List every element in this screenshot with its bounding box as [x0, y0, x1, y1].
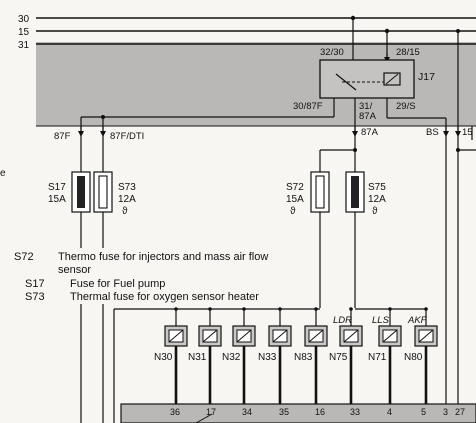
legend-text-s72: Thermo fuse for injectors and mass air f… — [58, 251, 268, 263]
wire-87f-label: 87F — [54, 131, 71, 142]
legend-code-s73: S73 — [25, 291, 45, 303]
relay-name: J17 — [418, 71, 435, 83]
cut-off-text: e — [0, 168, 6, 179]
component-name: N32 — [222, 352, 241, 363]
bus-15-label: 15 — [18, 27, 30, 38]
terminal-pin: 34 — [242, 407, 252, 417]
legend-text-s73: Thermal fuse for oxygen sensor heater — [70, 291, 259, 303]
fuse-s75-thermo-icon: ϑ — [372, 206, 378, 217]
relay-pin-31: 31/ — [359, 101, 373, 112]
component-name: N30 — [154, 352, 173, 363]
injector-row: N30 N31 N32 N33 N83 N75 LDR N71 LLS N80 AKF — [154, 307, 438, 404]
component-n31: N31 — [188, 307, 222, 404]
bus-31-label: 31 — [18, 40, 30, 51]
component-name: N80 — [404, 352, 423, 363]
fuse-s17: S17 15A — [48, 140, 91, 423]
terminal-pin: 5 — [421, 407, 426, 417]
legend-text-s72-cont: sensor — [58, 264, 91, 276]
relay-pin-29-s: 29/S — [396, 101, 416, 112]
legend: S72 Thermo fuse for injectors and mass a… — [8, 248, 310, 304]
wire-bs-label: BS — [426, 127, 439, 138]
relay-pin-32-30: 32/30 — [320, 47, 344, 58]
terminal-pin: 36 — [170, 407, 180, 417]
relay-pin-28-15: 28/15 — [396, 47, 420, 58]
terminal-pin: 3 — [443, 407, 448, 417]
component-name: N31 — [188, 352, 207, 363]
fuse-s75-name: S75 — [368, 182, 386, 193]
relay-pin-30-87f: 30/87F — [293, 101, 323, 112]
terminal-pin: 33 — [350, 407, 360, 417]
fuse-s73-thermo-icon: ϑ — [122, 206, 128, 217]
component-name: N83 — [294, 352, 313, 363]
relay-pin-87a: 87A — [359, 111, 377, 122]
component-name: N33 — [258, 352, 277, 363]
component-n83: N83 — [294, 307, 328, 404]
wire-87f-dti-label: 87F/DTI — [110, 131, 144, 142]
component-tag: LLS — [372, 315, 390, 326]
fuse-s72-thermo-icon: ϑ — [290, 206, 296, 217]
ecu-connector-block — [120, 403, 476, 423]
fuse-s73: S73 12A ϑ — [93, 140, 136, 423]
relay-j17: 32/30 28/15 J17 30/87F 31/ 87A 29/S — [293, 15, 435, 122]
terminal-pin: 27 — [455, 407, 465, 417]
component-n30: N30 — [154, 307, 188, 404]
terminal-row: 36 17 34 35 16 33 4 5 3 27 — [170, 407, 465, 417]
component-n75: N75 LDR — [329, 307, 363, 404]
fuse-s72-rating: 15A — [286, 194, 304, 205]
fuse-s72: S72 15A ϑ — [286, 171, 330, 308]
terminal-pin: 17 — [206, 407, 216, 417]
component-n33: N33 — [258, 307, 292, 404]
component-name: N75 — [329, 352, 348, 363]
fuse-s17-name: S17 — [48, 182, 66, 193]
component-n32: N32 — [222, 307, 256, 404]
terminal-pin: 35 — [279, 407, 289, 417]
component-tag: LDR — [333, 315, 352, 326]
legend-code-s17: S17 — [25, 278, 45, 290]
component-tag: AKF — [407, 315, 428, 326]
legend-code-s72: S72 — [14, 251, 34, 263]
fuse-s75-rating: 12A — [368, 194, 386, 205]
component-n80: N80 AKF — [404, 307, 438, 404]
wire-87a-label: 87A — [361, 127, 379, 138]
bus-30-label: 30 — [18, 14, 30, 25]
component-name: N71 — [368, 352, 387, 363]
legend-text-s17: Fuse for Fuel pump — [70, 278, 165, 290]
fuse-s75: S75 12A ϑ — [345, 171, 386, 308]
component-n71: N71 LLS — [368, 307, 402, 404]
fuse-s73-name: S73 — [118, 182, 136, 193]
fuse-s73-rating: 12A — [118, 194, 136, 205]
terminal-pin: 4 — [387, 407, 392, 417]
fuse-s72-name: S72 — [286, 182, 304, 193]
terminal-pin: 16 — [315, 407, 325, 417]
wire-15-label: 15 — [462, 127, 473, 138]
fuse-s17-rating: 15A — [48, 194, 66, 205]
